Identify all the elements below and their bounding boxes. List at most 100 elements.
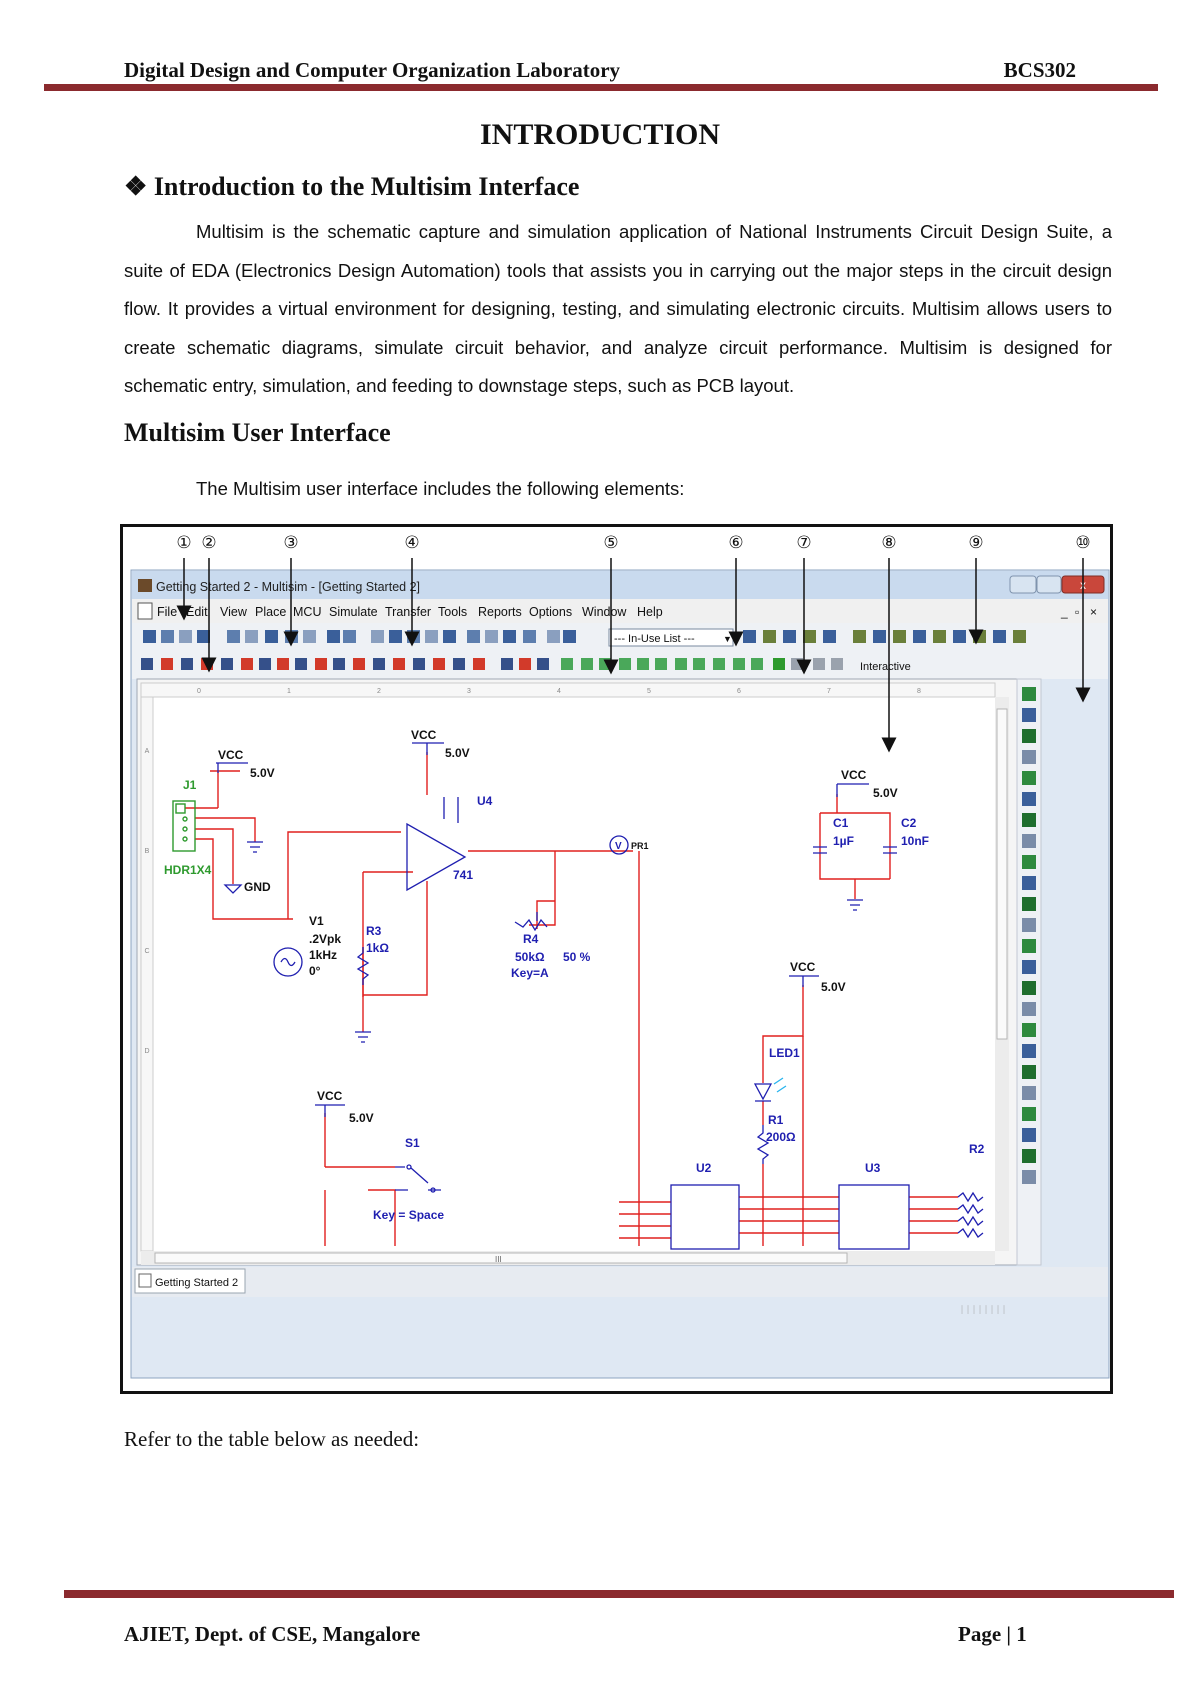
toolbar-button[interactable] bbox=[407, 630, 420, 643]
instrument-button[interactable] bbox=[1022, 1044, 1036, 1058]
menu-mcu[interactable]: MCU bbox=[293, 605, 321, 619]
instrument-button[interactable] bbox=[1022, 1086, 1036, 1100]
maximize-button[interactable] bbox=[1036, 575, 1062, 594]
component-toolbar-button[interactable] bbox=[501, 658, 513, 670]
doc-window-controls[interactable]: _ ▫ × bbox=[1060, 605, 1097, 619]
menu-options[interactable]: Options bbox=[529, 605, 572, 619]
menu-items[interactable]: File Edit View Place MCU Simulate Transf… bbox=[157, 605, 663, 619]
component-toolbar-button[interactable] bbox=[259, 658, 271, 670]
instrument-button[interactable] bbox=[1022, 939, 1036, 953]
menu-help[interactable]: Help bbox=[637, 605, 663, 619]
component-toolbar-button[interactable] bbox=[675, 658, 687, 670]
tab-getting-started[interactable] bbox=[134, 1268, 246, 1294]
toolbar-button[interactable] bbox=[143, 630, 156, 643]
instrument-button[interactable] bbox=[1022, 750, 1036, 764]
doc-close-icon[interactable]: × bbox=[1090, 605, 1097, 619]
instrument-button[interactable] bbox=[1022, 708, 1036, 722]
menu-simulate[interactable]: Simulate bbox=[329, 605, 378, 619]
instrument-button[interactable] bbox=[1022, 960, 1036, 974]
instrument-button[interactable] bbox=[1022, 687, 1036, 701]
toolbar-button[interactable] bbox=[161, 630, 174, 643]
instrument-button[interactable] bbox=[1022, 1107, 1036, 1121]
toolbar-button[interactable] bbox=[547, 630, 560, 643]
toolbar-button[interactable] bbox=[873, 630, 886, 643]
instrument-button[interactable] bbox=[1022, 813, 1036, 827]
toolbar-button[interactable] bbox=[933, 630, 946, 643]
toolbar-button[interactable] bbox=[389, 630, 402, 643]
toolbar-button[interactable] bbox=[743, 630, 756, 643]
instrument-button[interactable] bbox=[1022, 1149, 1036, 1163]
component-toolbar-button[interactable] bbox=[751, 658, 763, 670]
toolbar-button[interactable] bbox=[467, 630, 480, 643]
doc-restore-icon[interactable]: ▫ bbox=[1075, 605, 1079, 619]
menu-window[interactable]: Window bbox=[582, 605, 627, 619]
instrument-icons[interactable] bbox=[1022, 687, 1036, 1184]
instrument-button[interactable] bbox=[1022, 1170, 1036, 1184]
component-toolbar-button[interactable] bbox=[277, 658, 289, 670]
simulation-control-button[interactable] bbox=[831, 658, 843, 670]
component-toolbar-button[interactable] bbox=[315, 658, 327, 670]
menu-view[interactable]: View bbox=[220, 605, 248, 619]
toolbar-button[interactable] bbox=[763, 630, 776, 643]
instrument-button[interactable] bbox=[1022, 876, 1036, 890]
component-toolbar-button[interactable] bbox=[333, 658, 345, 670]
toolbar-button[interactable] bbox=[443, 630, 456, 643]
component-toolbar-button[interactable] bbox=[637, 658, 649, 670]
component-toolbar-button[interactable] bbox=[353, 658, 365, 670]
instrument-button[interactable] bbox=[1022, 981, 1036, 995]
component-toolbar-button[interactable] bbox=[655, 658, 667, 670]
component-toolbar-button[interactable] bbox=[433, 658, 445, 670]
instrument-button[interactable] bbox=[1022, 855, 1036, 869]
toolbar-button[interactable] bbox=[227, 630, 240, 643]
component-toolbar-button[interactable] bbox=[161, 658, 173, 670]
toolbar-button[interactable] bbox=[853, 630, 866, 643]
menu-tools[interactable]: Tools bbox=[438, 605, 467, 619]
schematic-canvas[interactable] bbox=[153, 697, 995, 1251]
toolbar-button[interactable] bbox=[179, 630, 192, 643]
component-toolbar-button[interactable] bbox=[473, 658, 485, 670]
component-toolbar-button[interactable] bbox=[221, 658, 233, 670]
component-toolbar-button[interactable] bbox=[141, 658, 153, 670]
toolbar-button[interactable] bbox=[327, 630, 340, 643]
instrument-button[interactable] bbox=[1022, 918, 1036, 932]
toolbar-button[interactable] bbox=[265, 630, 278, 643]
toolbar-button[interactable] bbox=[1013, 630, 1026, 643]
instrument-button[interactable] bbox=[1022, 729, 1036, 743]
toolbar-button[interactable] bbox=[371, 630, 384, 643]
component-toolbar-button[interactable] bbox=[599, 658, 611, 670]
toolbar-button[interactable] bbox=[563, 630, 576, 643]
instrument-button[interactable] bbox=[1022, 1128, 1036, 1142]
minimize-button[interactable] bbox=[1009, 575, 1037, 594]
toolbar-button[interactable] bbox=[823, 630, 836, 643]
simulation-control-button[interactable] bbox=[791, 658, 803, 670]
component-toolbar-button[interactable] bbox=[581, 658, 593, 670]
toolbar-button[interactable] bbox=[913, 630, 926, 643]
component-toolbar-button[interactable] bbox=[393, 658, 405, 670]
instrument-button[interactable] bbox=[1022, 1023, 1036, 1037]
toolbar-button[interactable] bbox=[973, 630, 986, 643]
instrument-button[interactable] bbox=[1022, 792, 1036, 806]
toolbar-button[interactable] bbox=[197, 630, 210, 643]
component-toolbar-button[interactable] bbox=[713, 658, 725, 670]
component-toolbar-button[interactable] bbox=[693, 658, 705, 670]
run-simulation-button[interactable] bbox=[773, 658, 785, 670]
component-toolbar-button[interactable] bbox=[619, 658, 631, 670]
doc-minimize-icon[interactable]: _ bbox=[1060, 605, 1068, 619]
toolbar-button[interactable] bbox=[803, 630, 816, 643]
component-toolbar-button[interactable] bbox=[561, 658, 573, 670]
menu-reports[interactable]: Reports bbox=[478, 605, 522, 619]
component-toolbar-button[interactable] bbox=[373, 658, 385, 670]
toolbar-button[interactable] bbox=[425, 630, 438, 643]
window-controls[interactable]: x bbox=[1009, 575, 1105, 594]
toolbar-button[interactable] bbox=[783, 630, 796, 643]
toolbar-button[interactable] bbox=[303, 630, 316, 643]
instrument-button[interactable] bbox=[1022, 771, 1036, 785]
menu-transfer[interactable]: Transfer bbox=[385, 605, 431, 619]
component-toolbar-button[interactable] bbox=[295, 658, 307, 670]
toolbar-button[interactable] bbox=[893, 630, 906, 643]
component-toolbar-button[interactable] bbox=[181, 658, 193, 670]
menu-place[interactable]: Place bbox=[255, 605, 286, 619]
menu-file[interactable]: File bbox=[157, 605, 177, 619]
component-toolbar-button[interactable] bbox=[453, 658, 465, 670]
component-toolbar-button[interactable] bbox=[733, 658, 745, 670]
